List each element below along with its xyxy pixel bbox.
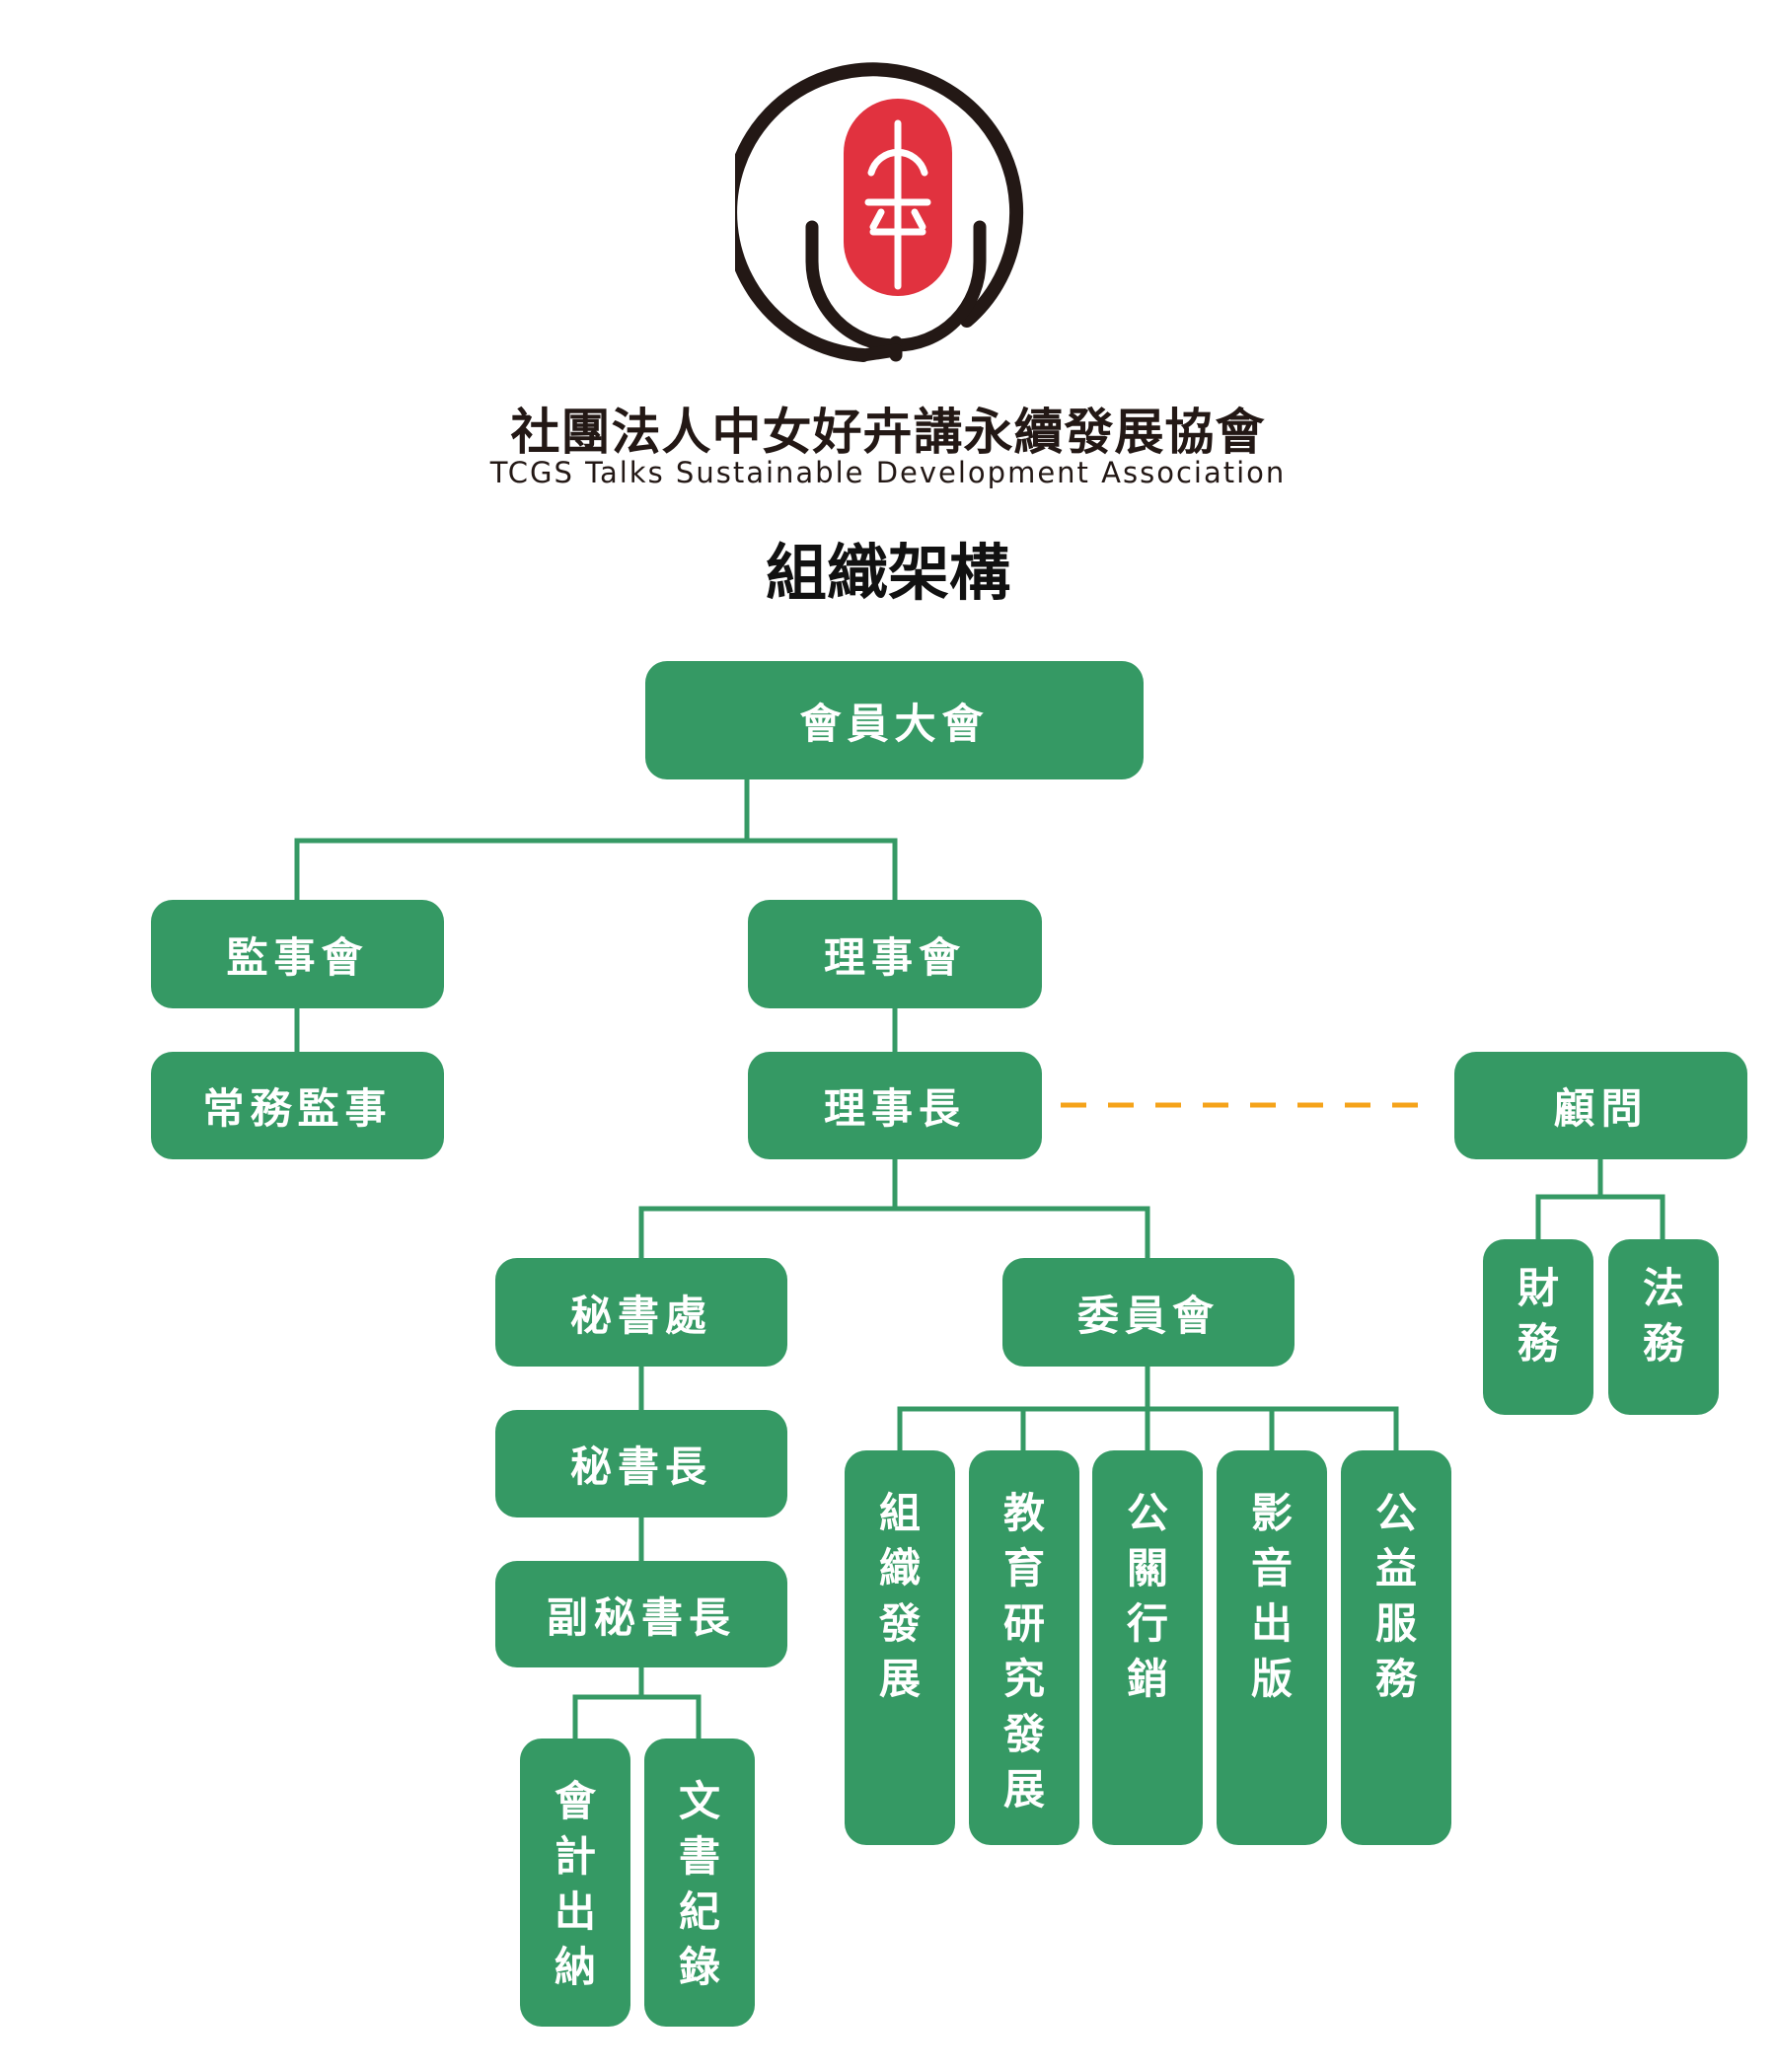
node-label: 組織發展	[878, 1489, 921, 1703]
node-label: 委員會	[1076, 1291, 1220, 1340]
connector-boards	[294, 838, 898, 900]
node-legal: 法務	[1608, 1239, 1719, 1415]
node-label: 公益服務	[1374, 1489, 1417, 1703]
node-label: 教育研究發展	[1002, 1489, 1045, 1813]
node-label: 影音出版	[1250, 1489, 1293, 1703]
node-committee: 委員會	[1002, 1258, 1295, 1367]
connector-advisor-leaves	[1535, 1194, 1665, 1239]
node-label: 常務監事	[202, 1084, 393, 1133]
node-supervisors-board: 監事會	[151, 900, 444, 1008]
node-label: 理事長	[823, 1084, 966, 1133]
node-directors-board: 理事會	[748, 900, 1042, 1008]
node-accounting: 會計出納	[520, 1739, 630, 2027]
node-label: 文書紀錄	[678, 1777, 720, 1991]
connector-secretariat-leaves	[572, 1694, 702, 1739]
node-pr-marketing: 公關行銷	[1092, 1450, 1203, 1845]
node-label: 會計出納	[554, 1777, 596, 1991]
node-label: 秘書長	[569, 1443, 712, 1491]
node-public-service: 公益服務	[1341, 1450, 1451, 1845]
node-media-publishing: 影音出版	[1217, 1450, 1327, 1845]
node-label: 理事會	[823, 932, 966, 982]
node-general-assembly: 會員大會	[645, 661, 1144, 779]
node-label: 財務	[1517, 1264, 1559, 1368]
association-name-english: TCGS Talks Sustainable Development Assoc…	[489, 456, 1287, 489]
association-name-chinese: 社團法人中女好卉講永續發展協會	[510, 404, 1266, 461]
node-label: 監事會	[226, 932, 369, 982]
chart-title: 組織架構	[765, 537, 1010, 609]
node-advisor: 顧問	[1454, 1052, 1747, 1159]
node-finance: 財務	[1483, 1239, 1593, 1415]
node-chairperson: 理事長	[748, 1052, 1042, 1159]
node-standing-supervisor: 常務監事	[151, 1052, 444, 1159]
connector-branches	[638, 1206, 1150, 1258]
node-deputy-secretary-general: 副秘書長	[495, 1561, 787, 1667]
node-label: 公關行銷	[1126, 1489, 1168, 1703]
node-label: 顧問	[1553, 1084, 1649, 1133]
node-education-research: 教育研究發展	[969, 1450, 1079, 1845]
node-label: 法務	[1642, 1264, 1684, 1368]
node-label: 秘書處	[569, 1291, 712, 1340]
node-org-development: 組織發展	[845, 1450, 955, 1845]
node-documentation: 文書紀錄	[644, 1739, 755, 2027]
node-secretary-general: 秘書長	[495, 1410, 787, 1517]
microphone-logo-icon	[723, 62, 1024, 362]
association-logo	[723, 54, 1061, 380]
node-label: 會員大會	[799, 699, 990, 748]
node-secretariat: 秘書處	[495, 1258, 787, 1367]
node-label: 副秘書長	[546, 1592, 736, 1642]
